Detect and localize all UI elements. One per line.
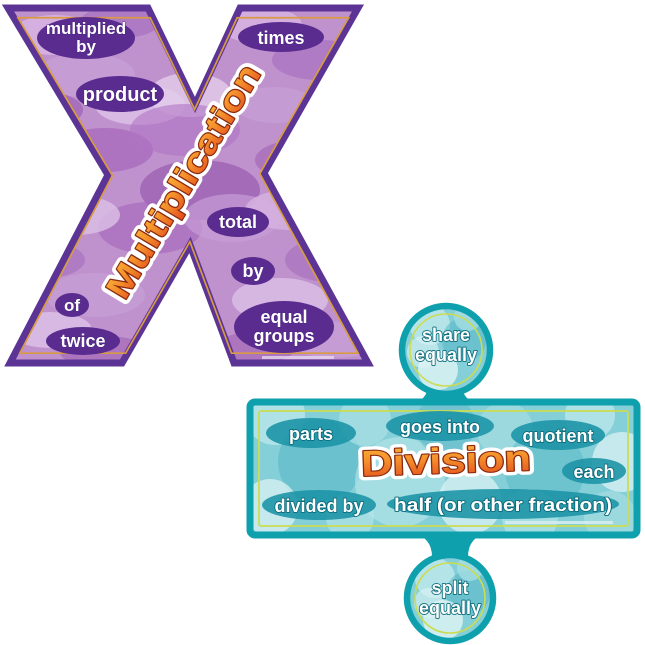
- word-divided-by: divided by: [274, 496, 363, 516]
- top-circle-border: [398, 302, 494, 398]
- bar-word-goes-into: goes into: [386, 411, 494, 441]
- word-parts: parts: [289, 424, 333, 444]
- word-product: product: [83, 84, 158, 106]
- x-word-twice: twice: [46, 327, 120, 355]
- word-oval: [266, 418, 356, 448]
- word-multiplied: multiplied: [46, 19, 126, 38]
- word-oval: [386, 411, 494, 441]
- fine-print-multiplication: [262, 356, 334, 359]
- word-goes-into: goes into: [400, 417, 480, 437]
- word-oval: [262, 490, 376, 520]
- word-times: times: [257, 28, 304, 48]
- word-oval: [207, 207, 269, 237]
- multiplication-x-sign: multiplied by times product total by equ…: [1, 4, 374, 367]
- x-word-times: times: [238, 22, 324, 52]
- word-oval: [55, 293, 89, 317]
- word-oval: [387, 489, 619, 519]
- word-share: share: [422, 325, 470, 345]
- x-word-product: product: [76, 76, 164, 112]
- bottom-circle-border: [403, 551, 497, 645]
- word-total: total: [219, 212, 257, 232]
- x-word-by: by: [231, 257, 275, 285]
- division-title: Division Division Division: [356, 433, 536, 489]
- word-oval: [562, 458, 626, 484]
- bottom-circle-inner-ring: [414, 562, 486, 634]
- word-oval: [234, 301, 334, 353]
- word-equally-bottom: equally: [419, 598, 481, 618]
- division-top-circle: share equally: [398, 302, 494, 398]
- division-sign: share equally split equally: [246, 302, 641, 645]
- svg-text:Division: Division: [362, 440, 533, 487]
- bottom-circle-pattern: [414, 557, 490, 639]
- word-split: split: [431, 578, 468, 598]
- fine-print-division: [505, 521, 613, 524]
- bar-word-quotient: quotient: [511, 420, 605, 450]
- x-word-multiplied-by: multiplied by: [37, 17, 135, 59]
- bar-word-parts: parts: [266, 418, 356, 448]
- division-bottom-stem: [412, 533, 488, 557]
- x-inner-line: [16, 16, 360, 355]
- bar-border: [246, 398, 641, 539]
- word-oval: [76, 76, 164, 112]
- word-equal: equal: [260, 307, 307, 327]
- word-each: each: [573, 462, 614, 482]
- word-oval: [238, 22, 324, 52]
- division-bottom-circle: split equally: [403, 551, 497, 645]
- bar-word-divided-by: divided by: [262, 490, 376, 520]
- bar-word-each: each: [562, 458, 626, 484]
- svg-text:Division: Division: [360, 437, 531, 484]
- word-equally-top: equally: [415, 345, 477, 365]
- word-by-line2: by: [76, 37, 96, 56]
- word-oval: [231, 257, 275, 285]
- word-twice: twice: [60, 331, 105, 351]
- bar-word-half-or-other-fraction: half (or other fraction): [387, 489, 619, 519]
- word-half: half (or other fraction): [394, 495, 612, 515]
- division-bar: parts goes into quotient each divided by…: [246, 398, 641, 539]
- word-oval: [511, 420, 605, 450]
- x-border: [1, 4, 374, 367]
- x-word-equal-groups: equal groups: [234, 301, 334, 353]
- word-of: of: [64, 296, 80, 315]
- word-oval: [46, 327, 120, 355]
- word-groups: groups: [254, 326, 315, 346]
- word-oval: [37, 17, 135, 59]
- bar-inner-line: [258, 410, 629, 527]
- top-circle-inner-ring: [409, 313, 483, 387]
- x-word-total: total: [207, 207, 269, 237]
- x-word-of: of: [55, 293, 89, 317]
- word-by: by: [242, 261, 263, 281]
- word-quotient: quotient: [523, 426, 594, 446]
